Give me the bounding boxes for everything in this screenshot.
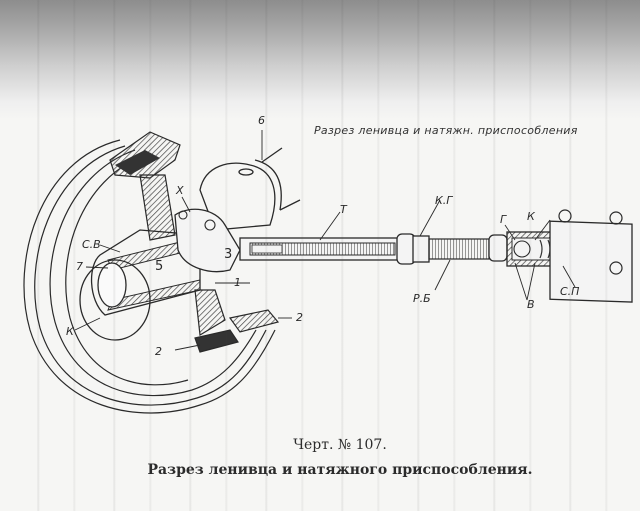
figure-caption: Разрез ленивца и натяжного приспособлени… (147, 462, 533, 478)
handwritten-title: Разрез ленивца и натяжн. приспособления (314, 124, 578, 137)
rim-section-right (228, 309, 280, 333)
rim-section-bottom (194, 329, 239, 353)
lock-nut (396, 233, 430, 265)
label-sp: С.П (560, 285, 580, 298)
idler-wheel-rims (23, 139, 276, 414)
label-v: В (527, 298, 535, 311)
label-t: Т (340, 203, 347, 216)
label-kg: К.Г (435, 194, 453, 207)
tension-tube (239, 237, 401, 261)
mounting-plate (549, 209, 633, 303)
label-3: 3 (224, 247, 233, 262)
label-g: Г (500, 213, 507, 226)
label-5: 5 (155, 259, 164, 274)
label-rb: Р.Б (413, 292, 431, 305)
crank-arm (174, 208, 241, 273)
label-2-right: 2 (296, 311, 303, 324)
leader-lines (74, 130, 576, 351)
label-1: 1 (234, 276, 241, 289)
label-6: 6 (258, 114, 265, 127)
label-sv: С.В (82, 238, 101, 251)
crank-bracket (199, 147, 301, 231)
figure-number: Черт. № 107. (293, 437, 387, 453)
scan-noise-top (0, 0, 640, 120)
label-2-bottom: 2 (155, 345, 162, 358)
threaded-rod (428, 238, 490, 260)
wheel-spoke (139, 174, 176, 241)
rim-section-top (109, 131, 181, 179)
label-7: 7 (76, 260, 83, 273)
label-x: Х (176, 184, 184, 197)
label-k-right: К (527, 210, 535, 223)
label-k-left: К (66, 325, 74, 338)
wheel-spoke-lower (194, 289, 226, 336)
